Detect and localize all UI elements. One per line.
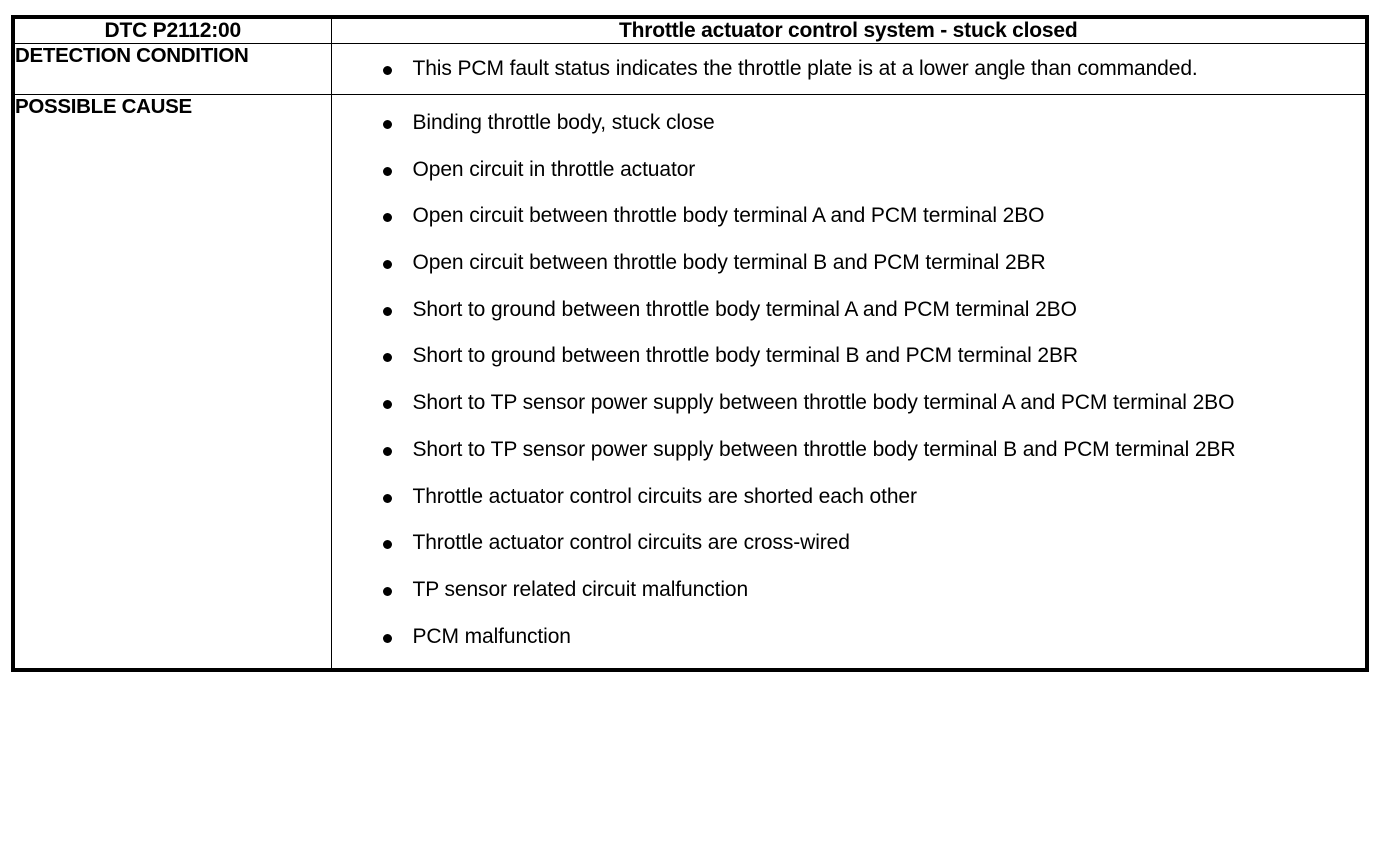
list-item: Open circuit between throttle body termi… [332,193,1366,240]
bullet-icon [382,540,392,550]
list-item-text: Short to ground between throttle body te… [412,297,1077,321]
bullet-icon [382,66,392,76]
possible-cause-list: Binding throttle body, stuck close Open … [332,95,1366,669]
list-item-text: Throttle actuator control circuits are s… [412,484,917,508]
list-item-text: Open circuit between throttle body termi… [412,204,1045,228]
list-item: Open circuit between throttle body termi… [332,240,1366,287]
list-item-text: Short to ground between throttle body te… [412,344,1079,368]
bullet-icon [382,306,392,316]
table-header-row: DTC P2112:00 Throttle actuator control s… [12,16,1368,45]
possible-cause-content: Binding throttle body, stuck close Open … [330,93,1368,671]
list-item: Open circuit in throttle actuator [332,147,1366,194]
bullet-icon [382,400,392,410]
list-item-text: Short to TP sensor power supply between … [412,391,1235,415]
list-item-text: PCM malfunction [412,624,571,648]
possible-cause-row: POSSIBLE CAUSE Binding throttle body, st… [12,93,1368,671]
dtc-table: DTC P2112:00 Throttle actuator control s… [11,15,1369,673]
list-item: Binding throttle body, stuck close [332,95,1366,147]
detection-condition-list: This PCM fault status indicates the thro… [332,44,1366,94]
list-item: Short to TP sensor power supply between … [332,380,1366,427]
list-item-text: Throttle actuator control circuits are c… [412,531,850,555]
bullet-icon [382,260,392,270]
possible-cause-label: POSSIBLE CAUSE [12,93,332,671]
list-item-text: Short to TP sensor power supply between … [412,437,1236,461]
list-item: TP sensor related circuit malfunction [332,567,1366,614]
bullet-icon [382,493,392,503]
detection-condition-row: DETECTION CONDITION This PCM fault statu… [12,43,1368,95]
list-item: Throttle actuator control circuits are c… [332,520,1366,567]
detection-condition-label: DETECTION CONDITION [12,43,332,95]
list-item: Throttle actuator control circuits are s… [332,474,1366,521]
list-item-text: Open circuit in throttle actuator [412,157,696,181]
list-item: Short to TP sensor power supply between … [332,427,1366,474]
list-item: Short to ground between throttle body te… [332,333,1366,380]
list-item-text: TP sensor related circuit malfunction [412,578,749,602]
bullet-icon [382,587,392,597]
list-item-text: Open circuit between throttle body termi… [412,251,1046,275]
list-item-text: This PCM fault status indicates the thro… [412,57,1198,81]
bullet-icon [382,213,392,223]
detection-condition-content: This PCM fault status indicates the thro… [330,43,1368,95]
dtc-title-cell: Throttle actuator control system - stuck… [330,16,1368,45]
list-item-text: Binding throttle body, stuck close [412,110,715,134]
list-item: PCM malfunction [332,614,1366,669]
list-item: This PCM fault status indicates the thro… [332,44,1366,94]
bullet-icon [382,166,392,176]
bullet-icon [382,119,392,129]
bullet-icon [382,353,392,363]
bullet-icon [382,446,392,456]
dtc-code-cell: DTC P2112:00 [12,16,332,45]
bullet-icon [382,633,392,643]
list-item: Short to ground between throttle body te… [332,287,1366,334]
